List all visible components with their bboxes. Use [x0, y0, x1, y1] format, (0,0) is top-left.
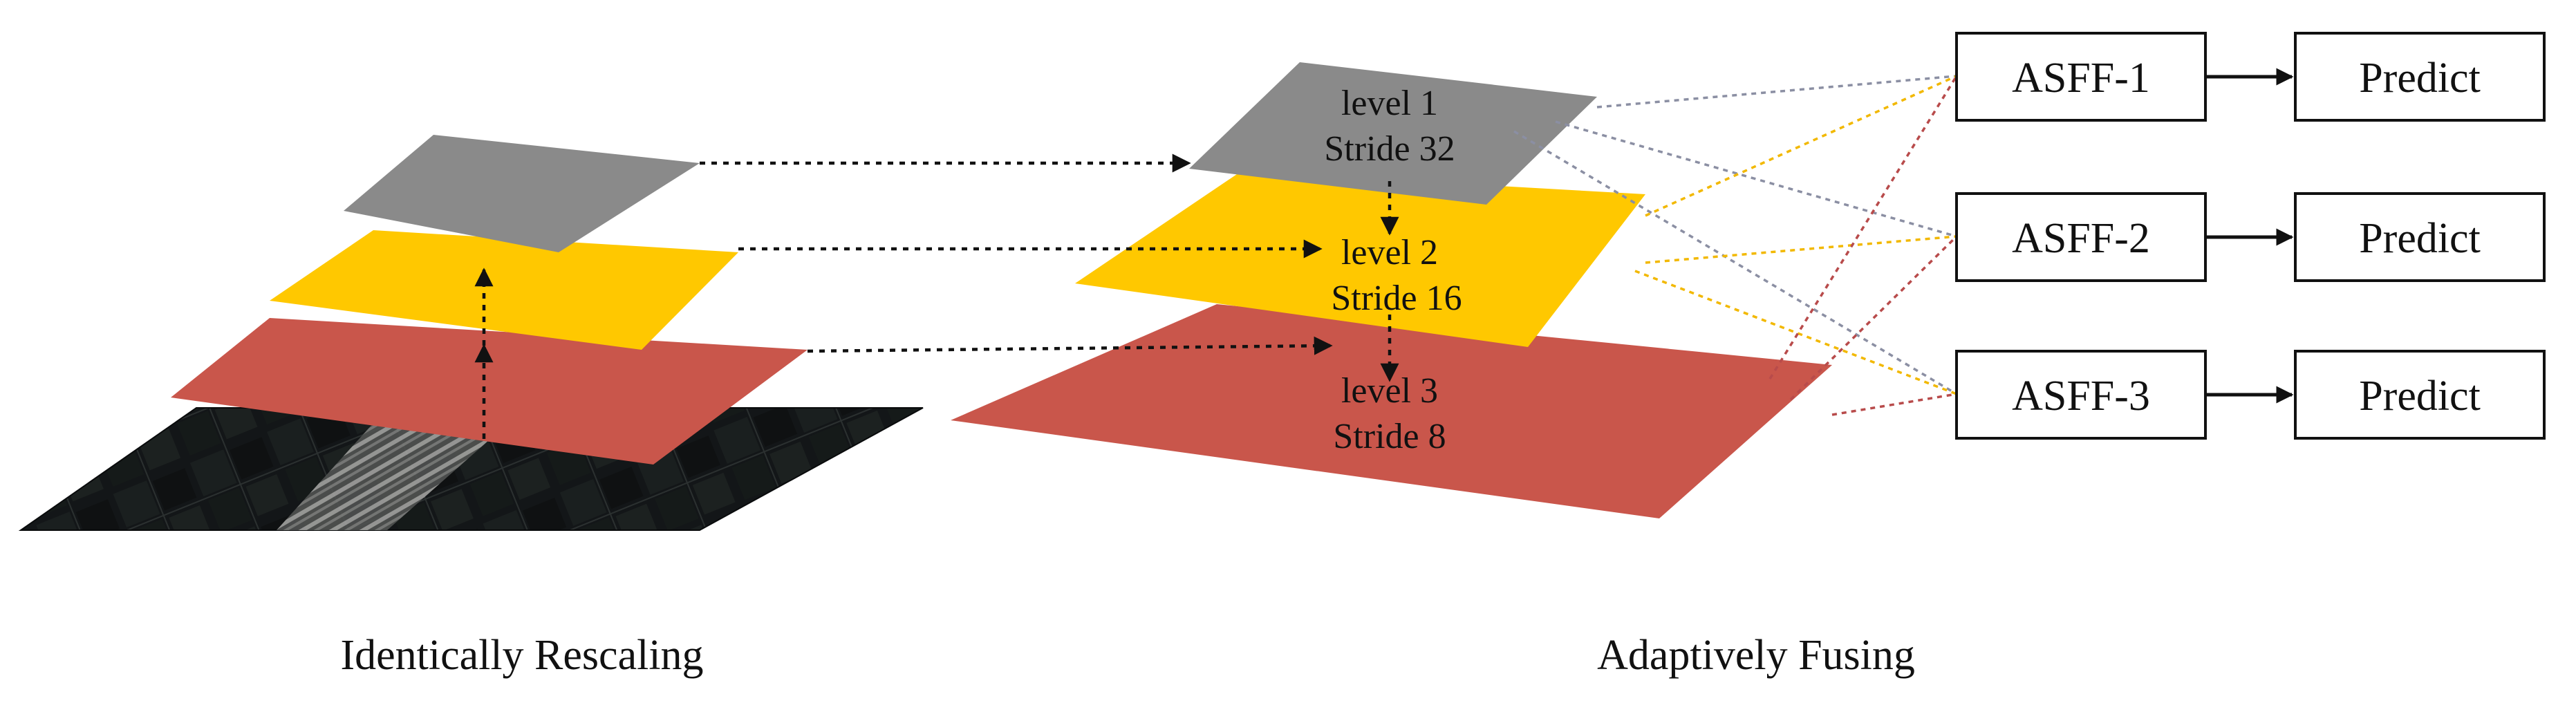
- level2-stride: Stride 16: [1331, 279, 1462, 318]
- level3-stride: Stride 8: [1333, 417, 1446, 456]
- caption-adaptively-fusing: Adaptively Fusing: [1597, 632, 1915, 679]
- rail-yard-strip: [277, 408, 525, 530]
- level1-stride: Stride 32: [1324, 129, 1455, 169]
- mid-plane-level1: [1189, 62, 1597, 205]
- predict-3-box: [2294, 350, 2546, 440]
- asff-1-label: ASFF-1: [2012, 55, 2150, 102]
- left-stack: [18, 135, 924, 531]
- mid-plane-level2: [1075, 171, 1645, 347]
- map-arrow-level3: [807, 336, 1333, 355]
- predict-2-box: [2294, 192, 2546, 282]
- left-plane-level1: [344, 135, 700, 252]
- level3-name: level 3: [1341, 371, 1438, 411]
- predict-2-label: Predict: [2359, 215, 2481, 262]
- asff-column: ASFF-1 ASFF-2 ASFF-3: [1955, 32, 2207, 440]
- predict-arrows: [2205, 68, 2294, 404]
- asff-3-label: ASFF-3: [2012, 373, 2150, 420]
- asff-2-label: ASFF-2: [2012, 215, 2150, 262]
- asff-1-box: [1955, 32, 2207, 122]
- left-plane-level2: [270, 230, 738, 350]
- image-shade: [21, 408, 923, 530]
- predict-column: Predict Predict Predict: [2294, 32, 2546, 440]
- middle-stack: [951, 62, 1832, 518]
- mid-plane-level3: [951, 304, 1832, 518]
- predict-1-box: [2294, 32, 2546, 122]
- fusion-connectors: [1513, 75, 1958, 416]
- left-plane-level3: [171, 318, 808, 465]
- level2-name: level 2: [1341, 233, 1438, 272]
- caption-identically-rescaling: Identically Rescaling: [340, 632, 703, 679]
- predict-3-label: Predict: [2359, 373, 2481, 420]
- level-labels: level 1 Stride 32 level 2 Stride 16 leve…: [1324, 84, 1462, 456]
- predict-1-label: Predict: [2359, 55, 2481, 102]
- level1-name: level 1: [1341, 84, 1438, 123]
- asff-3-box: [1955, 350, 2207, 440]
